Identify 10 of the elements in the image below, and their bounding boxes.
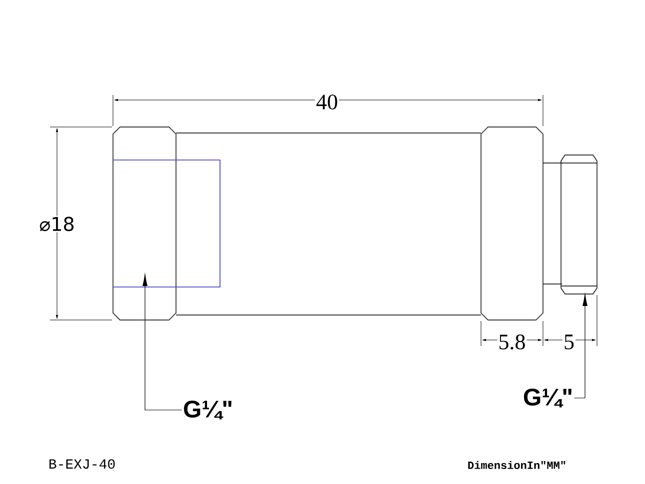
- unit-note: DimensionIn"MM": [468, 460, 566, 470]
- leader-line: [142, 274, 182, 410]
- dimension-text: 5: [562, 334, 576, 350]
- thread-label: G¼": [184, 400, 232, 420]
- dimension-text: 40: [315, 94, 339, 110]
- dimension-text: ⌀18: [38, 216, 76, 232]
- leader-line: [574, 294, 588, 398]
- dimension-text: 5.8: [497, 334, 527, 350]
- thread-label: G¼": [524, 388, 572, 408]
- part-number: B-EXJ-40: [50, 459, 115, 469]
